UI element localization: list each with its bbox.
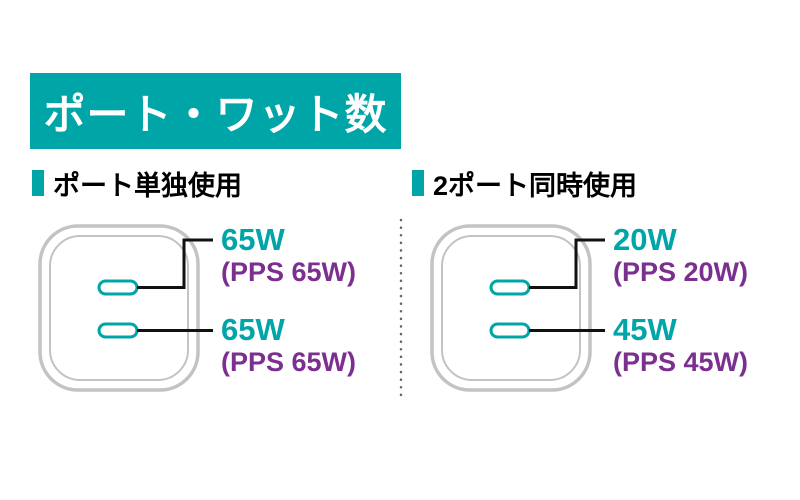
pps-value: (PPS 65W) bbox=[221, 257, 357, 287]
charger-body-inner-outline bbox=[49, 235, 189, 381]
square-bullet-icon bbox=[32, 170, 44, 196]
pps-value: (PPS 45W) bbox=[613, 347, 749, 377]
heading-single-port-use: ポート単独使用 bbox=[32, 168, 242, 201]
charger-body-outline bbox=[38, 224, 200, 392]
port-wattage-label: 20W (PPS 20W) bbox=[613, 224, 748, 288]
charger-body-outline bbox=[430, 224, 592, 392]
charger-left bbox=[38, 224, 213, 392]
square-bullet-icon bbox=[412, 170, 424, 196]
port-wattage-label: 45W (PPS 45W) bbox=[613, 314, 748, 378]
heading-dual-port-use: 2ポート同時使用 bbox=[412, 168, 637, 201]
port-wattage-label: 65W (PPS 65W) bbox=[221, 314, 356, 378]
watt-value: 65W bbox=[221, 312, 285, 347]
usb-c-port-icon bbox=[489, 322, 531, 339]
usb-c-port-icon bbox=[97, 279, 139, 296]
port-wattage-label: 65W (PPS 65W) bbox=[221, 224, 356, 288]
page-title: ポート・ワット数 bbox=[43, 90, 388, 138]
watt-value: 65W bbox=[221, 222, 285, 257]
leader-line bbox=[137, 238, 213, 289]
watt-value: 45W bbox=[613, 312, 677, 347]
usb-c-port-icon bbox=[489, 279, 531, 296]
charger-right bbox=[430, 224, 605, 392]
charger-body-inner-outline bbox=[441, 235, 581, 381]
section-heading-label: 2ポート同時使用 bbox=[433, 170, 638, 201]
leader-line bbox=[529, 238, 605, 289]
title-banner: ポート・ワット数 bbox=[30, 73, 401, 149]
section-heading-label: ポート単独使用 bbox=[53, 170, 242, 201]
pps-value: (PPS 20W) bbox=[613, 257, 749, 287]
watt-value: 20W bbox=[613, 222, 677, 257]
usb-c-port-icon bbox=[97, 322, 139, 339]
pps-value: (PPS 65W) bbox=[221, 347, 357, 377]
